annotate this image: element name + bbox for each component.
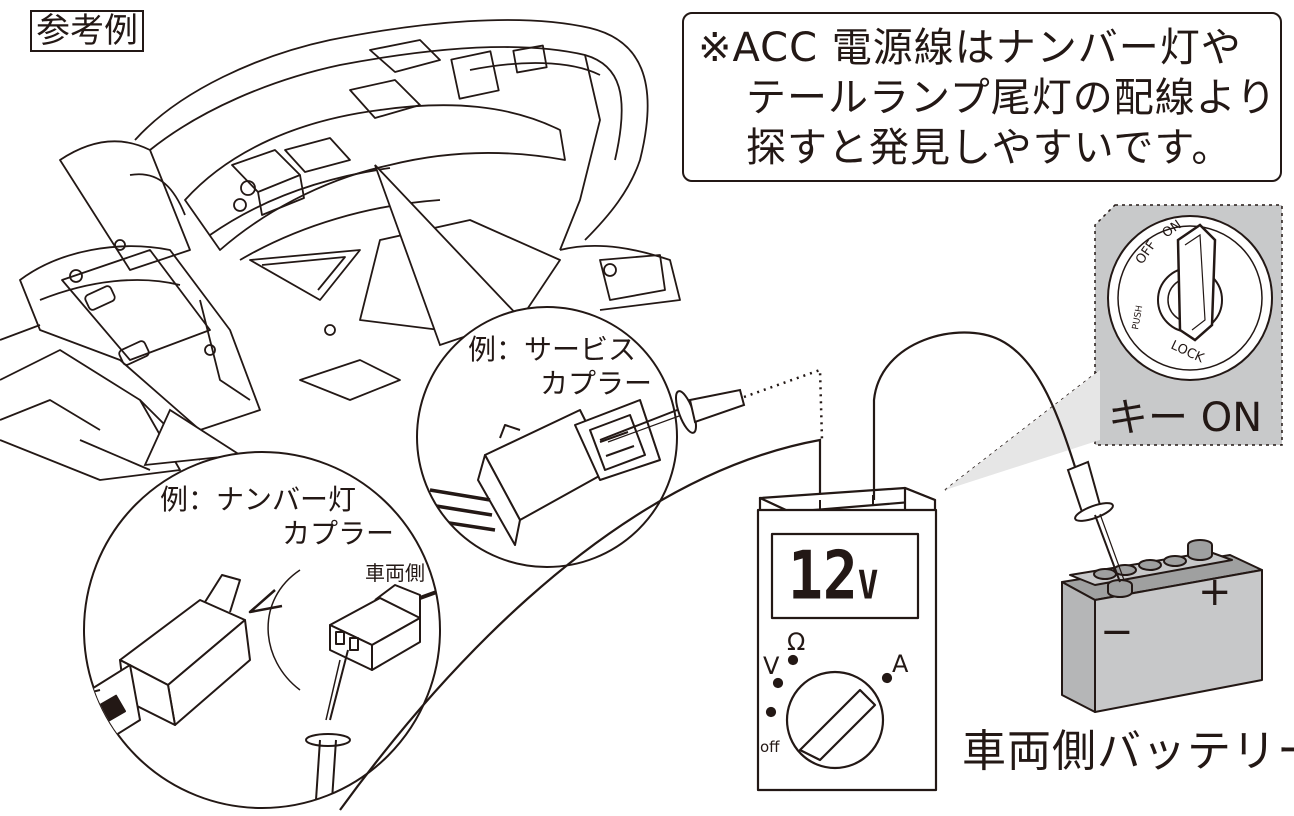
battery-plus-sign: + (1198, 569, 1232, 615)
service-probe-lead-dotted (743, 368, 824, 441)
meter-to-battery-wire (872, 331, 1078, 500)
acc-note-box: ※ACC 電源線はナンバー灯や テールランプ尾灯の配線より 探すと発見しやすいで… (682, 12, 1282, 182)
key-icon (1176, 223, 1217, 342)
probe-left (305, 649, 351, 801)
note-line-3: 探すと発見しやすいです。 (746, 125, 1233, 171)
battery-minus-sign: − (1100, 609, 1134, 655)
number-light-coupler-callout (83, 451, 441, 809)
multimeter-display (770, 532, 920, 620)
multimeter-reading: 12V (788, 536, 879, 615)
number-light-label-1: 例：ナンバー灯 (160, 483, 357, 516)
vehicle-side-label: 車両側 (365, 561, 425, 585)
key-pos-push: PUSH (1131, 305, 1145, 331)
dial-mark-v: V (763, 652, 780, 680)
service-coupler-label-2: カプラー (540, 367, 653, 400)
battery (1061, 539, 1263, 713)
service-coupler-label-1: 例：サービス (468, 333, 637, 366)
dial-mark-off: off (760, 738, 780, 756)
probe-lead-wire (339, 438, 822, 811)
coupler-vehicle-side (329, 578, 440, 671)
probe-battery (1066, 460, 1125, 583)
note-line-1: ※ACC 電源線はナンバー灯や (698, 25, 1242, 71)
probe-service (599, 388, 746, 443)
dial-mark-ohm: Ω (787, 628, 806, 656)
key-switch-panel: OFF ON PUSH LOCK (944, 204, 1283, 491)
vehicle-battery-label: 車両側バッテリー (962, 726, 1294, 777)
note-line-2: テールランプ尾灯の配線より (746, 75, 1277, 121)
coupler-female (84, 574, 251, 746)
multimeter (756, 486, 938, 792)
number-light-label-2: カプラー (282, 517, 395, 550)
reference-example-label: 参考例 (30, 10, 144, 52)
dial-mark-a: A (892, 650, 909, 678)
key-on-label: キー ON (1108, 395, 1263, 441)
multimeter-unit: V (857, 562, 879, 609)
service-coupler-callout (416, 306, 746, 568)
